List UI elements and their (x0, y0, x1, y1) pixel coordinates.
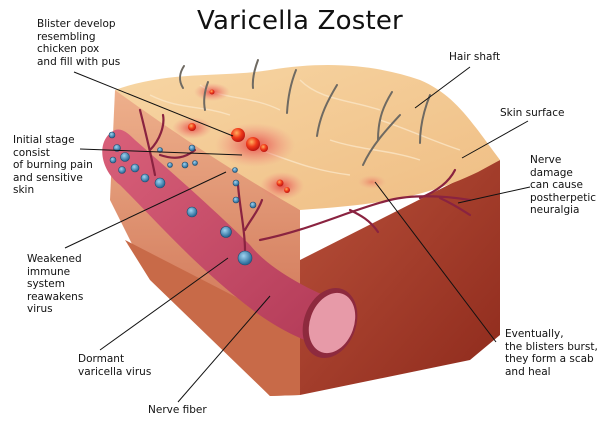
skin-surface (115, 65, 500, 210)
label-skin-surface: Skin surface (500, 107, 565, 119)
label-weakened-immune: Weakened immune system reawakens virus (27, 253, 84, 315)
dormant-virus (237, 250, 253, 266)
leader-lines (64, 66, 531, 403)
label-hair-shaft: Hair shaft (449, 51, 501, 63)
label-initial-stage: Initial stage consist of burning pain an… (13, 134, 93, 196)
label-nerve-damage: Nerve damage can cause postherpetic neur… (530, 154, 597, 216)
virus-particles (108, 131, 257, 266)
label-nerve-fiber: Nerve fiber (148, 404, 207, 416)
label-dormant-virus: Dormant varicella virus (78, 353, 152, 378)
label-eventually: Eventually, the blisters burst, they for… (505, 328, 598, 378)
blister (231, 128, 245, 142)
nerve-fiber-opening (308, 292, 356, 354)
label-blister: Blister develop resembling chicken pox a… (37, 18, 121, 68)
diagram-title: Varicella Zoster (197, 6, 403, 36)
